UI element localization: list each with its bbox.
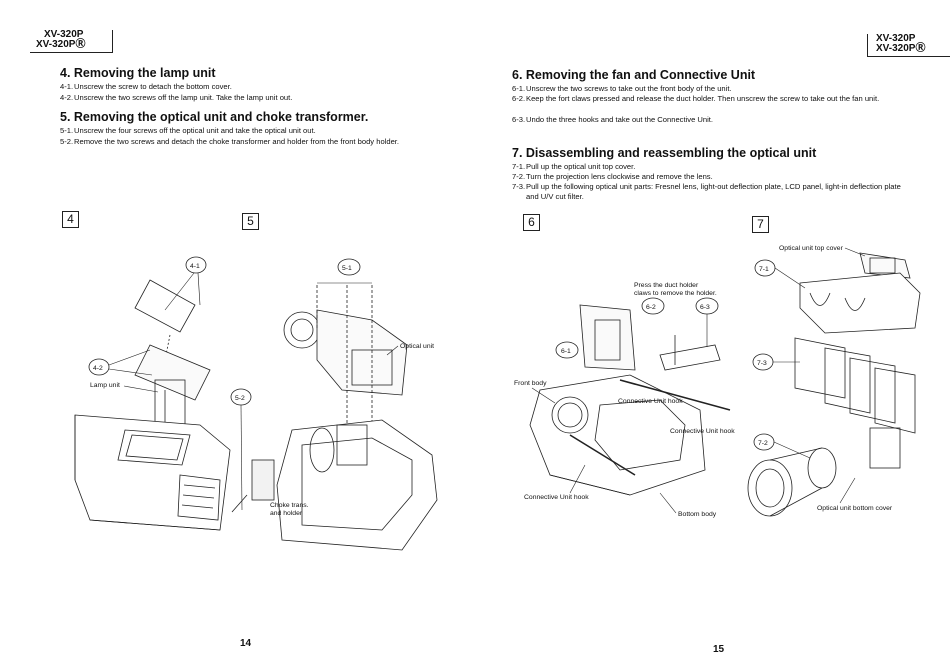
svg-text:5-2: 5-2 [235,395,245,402]
figure-number-5: 5 [242,213,259,230]
svg-text:5-1: 5-1 [342,265,352,272]
callout-7-3: 7-3 [752,353,800,371]
svg-text:6-3: 6-3 [700,304,710,311]
step-4-1: 4-1.Unscrew the screw to detach the bott… [60,82,232,91]
step-5-1: 5-1.Unscrew the four screws off the opti… [60,126,316,135]
page-number-left: 14 [240,638,252,649]
label-press-claws: claws to remove the holder. [634,290,717,297]
figure-6-diagram: Press the duct holder claws to remove th… [514,282,735,518]
step-6-3: 6-3.Undo the three hooks and take out th… [512,115,714,124]
callout-6-3: 6-3 [695,297,719,347]
page-number-right: 15 [713,644,725,655]
callout-5-2: 5-2 [230,388,252,511]
label-optical-unit: Optical unit [400,343,434,350]
step-7-2: 7-2.Turn the projection lens clockwise a… [512,172,713,181]
label-top-cover: Optical unit top cover [779,245,844,252]
step-6-1: 6-1.Unscrew the two screws to take out t… [512,84,732,93]
step-5-2: 5-2.Remove the two screws and detach the… [60,137,400,146]
svg-text:4-2: 4-2 [93,365,103,372]
section-title-4: 4. Removing the lamp unit [60,66,216,80]
step-6-2: 6-2.Keep the fort claws pressed and rele… [512,94,880,103]
label-lamp-unit: Lamp unit [90,382,120,389]
callout-4-1: 4-1 [164,256,207,311]
callout-5-1: 5-1 [317,258,372,284]
label-hook-1: Connective Unit hook [618,398,683,405]
label-press-duct: Press the duct holder [634,282,699,289]
label-bottom-cover: Optical unit bottom cover [817,505,893,512]
model-name-variant: XV-320PⓇ [876,43,926,54]
label-choke-holder: and holder [270,510,303,517]
callout-6-1: 6-1 [555,341,579,359]
section-title-7: 7. Disassembling and reassembling the op… [512,146,817,160]
section-title-5: 5. Removing the optical unit and choke t… [60,110,369,124]
svg-text:6-1: 6-1 [561,348,571,355]
callout-4-2: 4-2 [88,349,153,376]
step-7-3: 7-3.Pull up the following optical unit p… [512,182,901,201]
step-4-2: 4-2.Unscrew the two screws off the lamp … [60,93,293,102]
model-name-variant: XV-320PⓇ [36,39,86,50]
figure-number-7: 7 [752,216,769,233]
section-title-6: 6. Removing the fan and Connective Unit [512,68,756,82]
callout-7-2: 7-2 [753,433,811,459]
svg-text:4-1: 4-1 [190,263,200,270]
callout-6-2: 6-2 [641,297,665,315]
label-hook-2: Connective Unit hook [670,428,735,435]
model-header-right: XV-320P XV-320PⓇ [867,34,950,57]
svg-text:6-2: 6-2 [646,304,656,311]
svg-text:7-1: 7-1 [759,266,769,273]
model-name: XV-320P [876,33,916,44]
figure-4-diagram: 4-1 4-2 Lamp unit [74,256,231,531]
label-choke-trans: Choke trans. [270,502,309,509]
model-header-left: XV-320P XV-320PⓇ [30,30,113,53]
label-bottom-body: Bottom body [678,511,717,518]
label-hook-3: Connective Unit hook [524,494,589,501]
callout-7-1: 7-1 [754,259,806,289]
step-7-1: 7-1.Pull up the optical unit top cover. [512,162,636,171]
figure-5-diagram: 5-1 5-2 Optical unit Choke trans. and ho… [230,258,438,551]
figure-number-6: 6 [523,214,540,231]
model-name: XV-320P [44,29,84,40]
label-front-body: Front body [514,380,547,387]
figure-number-4: 4 [62,211,79,228]
figure-7-diagram: Optical unit top cover 7-1 7-3 7-2 Optic… [747,245,921,517]
svg-text:7-3: 7-3 [757,360,767,367]
svg-text:7-2: 7-2 [758,440,768,447]
